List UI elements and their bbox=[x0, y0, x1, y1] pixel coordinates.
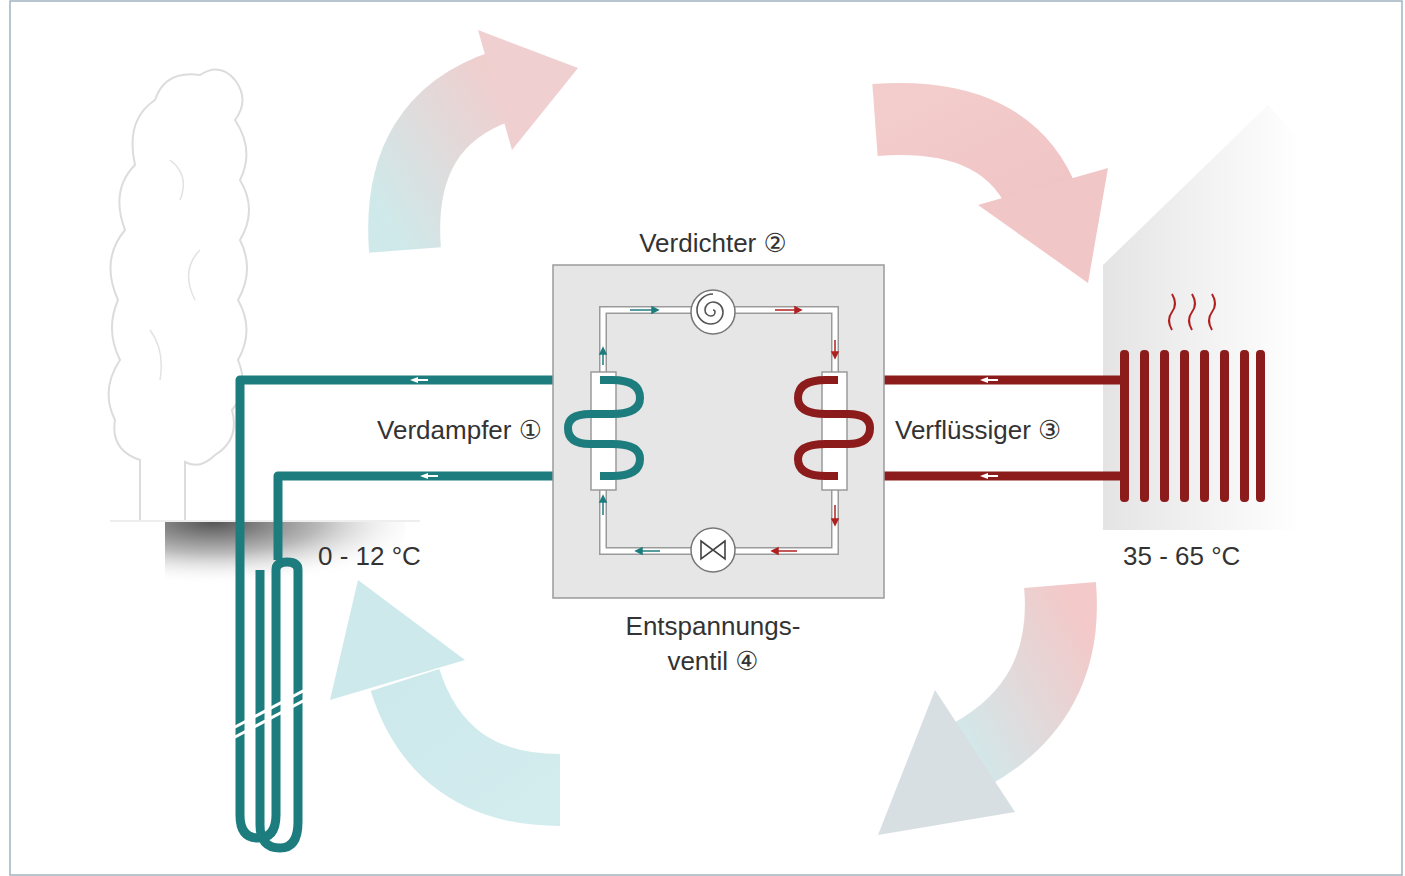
compressor-symbol bbox=[691, 290, 735, 334]
temperature-label: 35 - 65 °C bbox=[1123, 539, 1240, 574]
refrigerant-loop bbox=[603, 310, 835, 551]
heat-pump-housing bbox=[553, 265, 884, 598]
part-label: Verdampfer ① bbox=[377, 413, 542, 448]
part-label: Entspannungs- ventil ④ bbox=[608, 609, 818, 679]
condenser-symbol bbox=[798, 372, 870, 490]
evaporator-symbol bbox=[568, 372, 640, 490]
radiator bbox=[1120, 350, 1265, 502]
heat-waves bbox=[1169, 294, 1215, 330]
temperature-label: 0 - 12 °C bbox=[318, 539, 421, 574]
frame bbox=[10, 1, 1402, 875]
tree-outline bbox=[109, 70, 249, 520]
expansion-valve-symbol bbox=[691, 528, 735, 572]
loop-arrows bbox=[600, 307, 838, 554]
brine-pipes bbox=[240, 380, 600, 848]
part-label: Verdichter ② bbox=[639, 226, 787, 261]
part-label: Verflüssiger ③ bbox=[895, 413, 1061, 448]
cycle-arrows bbox=[330, 30, 1108, 835]
house-shape bbox=[1103, 105, 1300, 530]
ground-line bbox=[110, 520, 420, 522]
pipe-break bbox=[220, 683, 318, 745]
tree-detail bbox=[150, 160, 200, 380]
